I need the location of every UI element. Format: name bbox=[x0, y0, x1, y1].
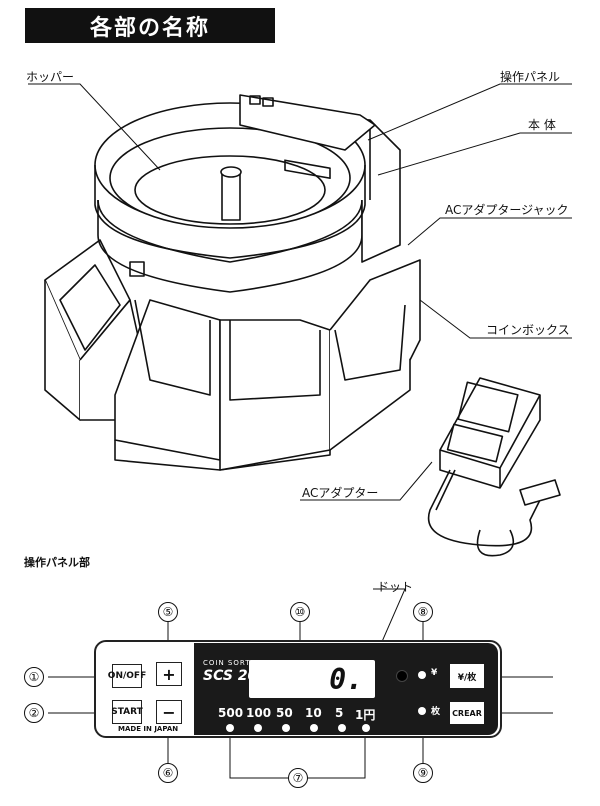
callout-9: ⑨ bbox=[413, 763, 433, 783]
start-button[interactable]: START bbox=[111, 700, 143, 724]
minus-button[interactable]: − bbox=[156, 700, 182, 724]
label-body: 本 体 bbox=[528, 118, 556, 132]
led-5 bbox=[338, 724, 346, 732]
yen-indicator: ¥ bbox=[431, 668, 438, 678]
label-hopper: ホッパー bbox=[26, 70, 75, 84]
callout-10: ⑩ bbox=[290, 602, 310, 622]
callout-8: ⑧ bbox=[413, 602, 433, 622]
callout-7: ⑦ bbox=[288, 768, 308, 788]
label-panel: 操作パネル bbox=[500, 70, 561, 84]
display-value: 0. bbox=[329, 663, 363, 696]
callout-1: ① bbox=[24, 667, 44, 687]
brand-top: COIN SORTER bbox=[203, 659, 262, 667]
count-led bbox=[418, 707, 426, 715]
lcd-display: 0. bbox=[249, 660, 375, 698]
denom-5: 5 bbox=[335, 706, 344, 720]
led-10 bbox=[310, 724, 318, 732]
section-title: 操作パネル部 bbox=[24, 556, 90, 569]
denom-10: 10 bbox=[305, 706, 322, 720]
led-50 bbox=[282, 724, 290, 732]
denom-500: 500 bbox=[218, 706, 244, 720]
label-dot: ドット bbox=[377, 580, 414, 594]
page-title: 各部の名称 bbox=[25, 8, 275, 43]
on-off-button[interactable]: ON/OFF bbox=[108, 664, 146, 688]
label-coin-box: コインボックス bbox=[486, 323, 570, 337]
denom-50: 50 bbox=[276, 706, 293, 720]
led-500 bbox=[226, 724, 234, 732]
label-ac-jack: ACアダプタージャック bbox=[445, 203, 569, 217]
callout-5: ⑤ bbox=[158, 602, 178, 622]
clear-button[interactable]: CREAR bbox=[450, 702, 484, 724]
count-indicator: 枚 bbox=[431, 707, 441, 717]
yen-count-button[interactable]: ¥/枚 bbox=[450, 664, 484, 688]
made-in-label: MADE IN JAPAN bbox=[118, 725, 179, 733]
plus-button[interactable]: + bbox=[156, 662, 182, 686]
led-1 bbox=[362, 724, 370, 732]
label-ac-adapter: ACアダプター bbox=[302, 486, 379, 500]
callout-6: ⑥ bbox=[158, 763, 178, 783]
led-100 bbox=[254, 724, 262, 732]
denom-100: 100 bbox=[246, 706, 272, 720]
yen-led bbox=[418, 671, 426, 679]
callout-2: ② bbox=[24, 703, 44, 723]
denom-1: 1円 bbox=[355, 708, 376, 722]
sensor-dot bbox=[396, 670, 408, 682]
